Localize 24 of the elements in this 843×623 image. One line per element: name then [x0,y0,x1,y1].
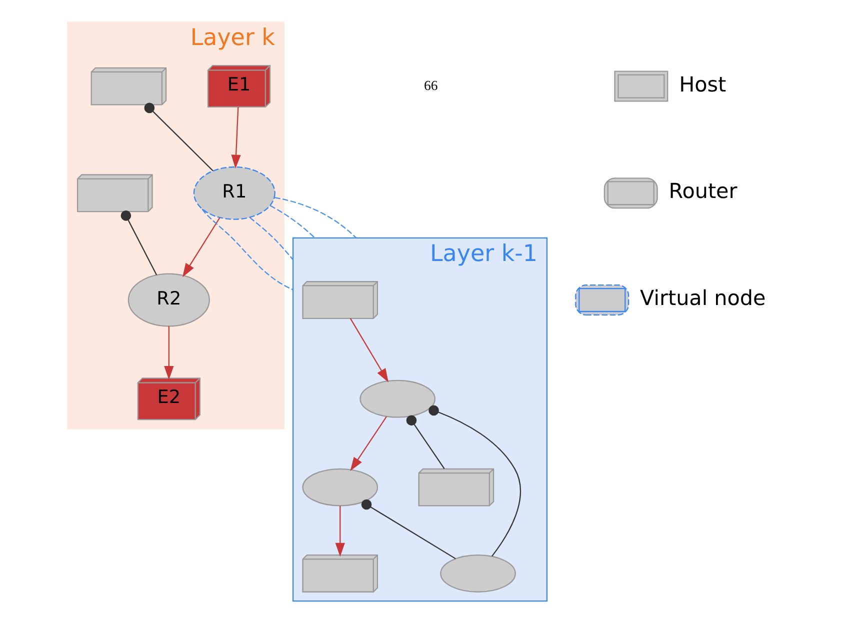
node-cylinder [302,468,378,506]
arrow [182,217,220,278]
node-ellipse: R1 [192,166,275,220]
legend-label: Host [678,72,726,96]
node-ellipse: R2 [127,273,210,327]
cluster: Layer k-1 [292,237,548,602]
arrow [334,506,344,557]
arrow [164,326,174,380]
legend-label: Router [668,179,737,204]
connector [120,210,157,276]
arrow [350,416,386,472]
connector [269,205,315,238]
arrow [230,107,240,169]
connector [428,405,520,557]
node-cylinder [359,380,435,418]
connector [249,217,293,260]
connector [144,102,213,172]
connector [406,415,444,470]
label: 66 [424,78,438,93]
arrow [349,318,388,382]
node-cylinder [440,554,516,592]
connector [274,197,356,238]
legend-label: Virtual node [640,286,766,310]
connector [201,208,293,290]
